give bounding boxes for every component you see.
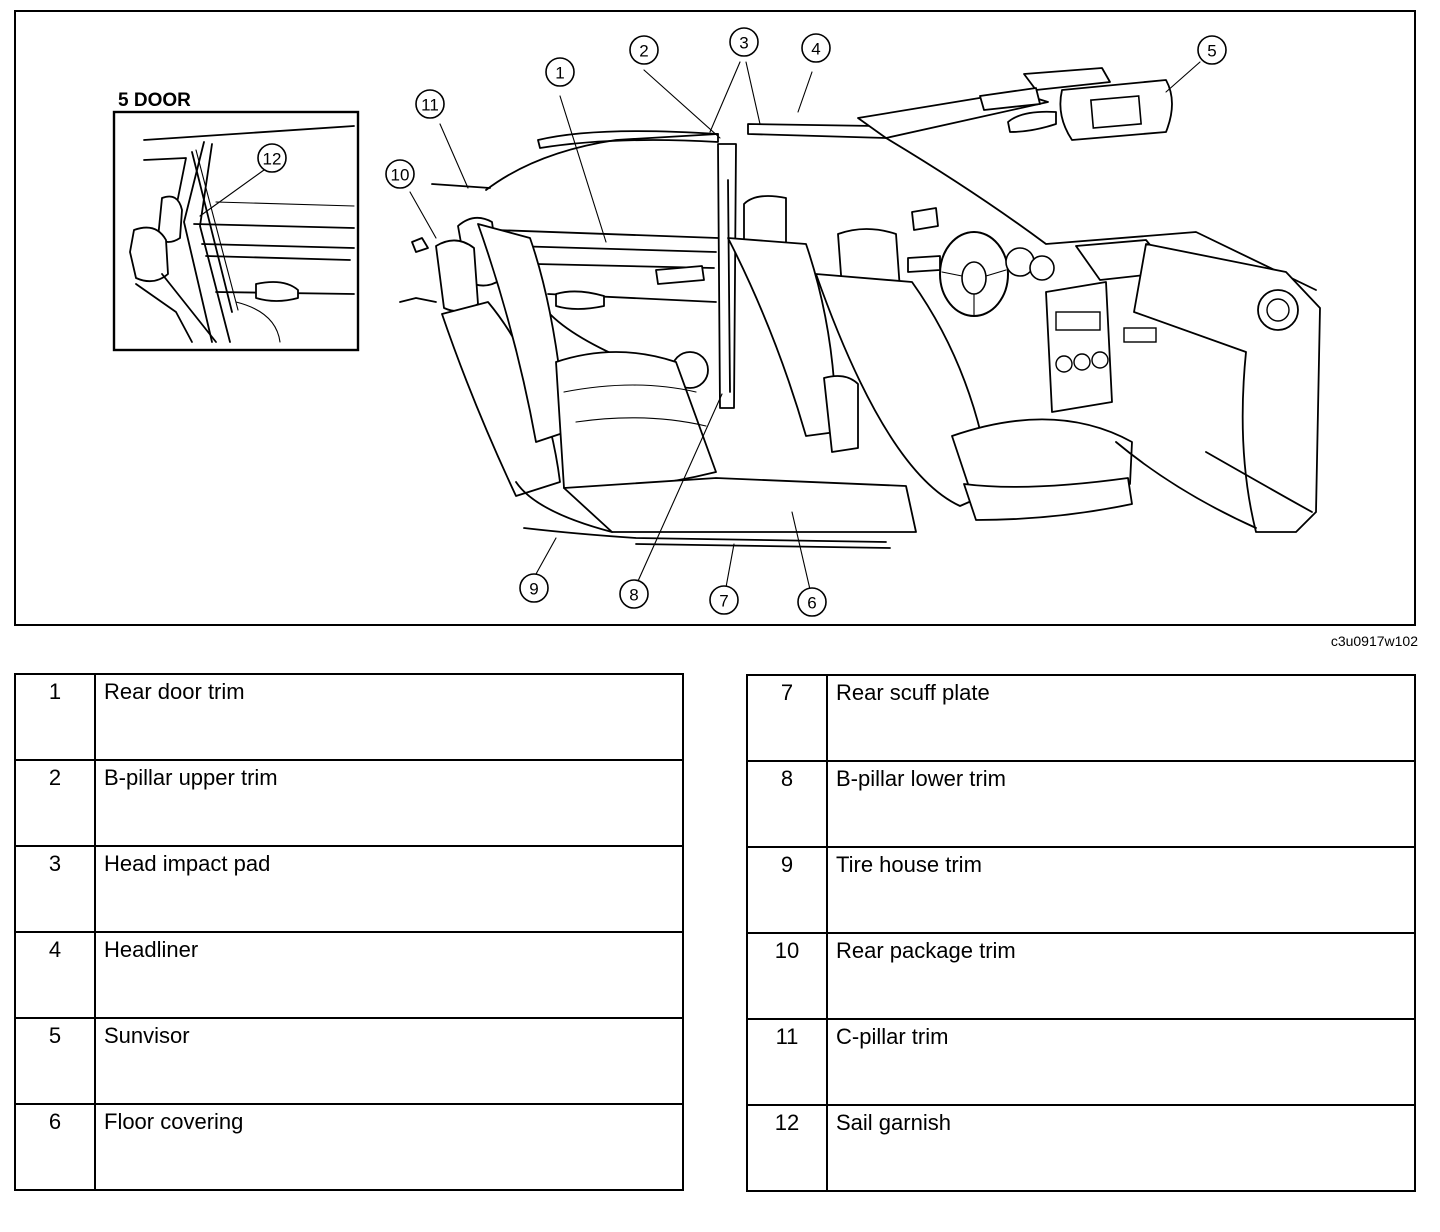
part-name: Sail garnish [826, 1104, 1416, 1192]
svg-text:6: 6 [807, 594, 816, 613]
part-number: 10 [746, 932, 828, 1020]
callout-5: 5 [1197, 35, 1227, 65]
svg-text:3: 3 [739, 34, 748, 53]
callout-12: 12 [257, 143, 287, 173]
car-body [399, 67, 1321, 549]
svg-text:5: 5 [1207, 42, 1216, 61]
part-name: Tire house trim [826, 846, 1416, 934]
five-door-inset [112, 110, 360, 352]
svg-text:4: 4 [811, 40, 820, 59]
interior-trim-diagram: 5 DOOR [14, 10, 1416, 626]
svg-text:1: 1 [555, 64, 564, 83]
part-name: Head impact pad [94, 845, 684, 933]
part-name: B-pillar upper trim [94, 759, 684, 847]
svg-text:10: 10 [391, 166, 410, 185]
callout-7: 7 [709, 585, 739, 615]
part-number: 7 [746, 674, 828, 762]
part-number: 5 [14, 1017, 96, 1105]
callout-6: 6 [797, 587, 827, 617]
svg-text:7: 7 [719, 592, 728, 611]
callout-10: 10 [385, 159, 415, 189]
part-number: 8 [746, 760, 828, 848]
callout-4: 4 [801, 33, 831, 63]
svg-text:8: 8 [629, 586, 638, 605]
svg-text:11: 11 [421, 96, 439, 115]
part-number: 12 [746, 1104, 828, 1192]
part-name: B-pillar lower trim [826, 760, 1416, 848]
part-name: Rear scuff plate [826, 674, 1416, 762]
callout-8: 8 [619, 579, 649, 609]
part-number: 4 [14, 931, 96, 1019]
callout-2: 2 [629, 35, 659, 65]
callout-3: 3 [729, 27, 759, 57]
callout-11: 11 [415, 89, 445, 119]
car-interior-illustration: 5 DOOR [112, 27, 1321, 617]
part-name: C-pillar trim [826, 1018, 1416, 1106]
part-name: Headliner [94, 931, 684, 1019]
callout-9: 9 [519, 573, 549, 603]
part-name: Floor covering [94, 1103, 684, 1191]
part-name: Sunvisor [94, 1017, 684, 1105]
callout-1: 1 [545, 57, 575, 87]
part-name: Rear door trim [94, 673, 684, 761]
inset-title: 5 DOOR [118, 90, 191, 111]
part-number: 3 [14, 845, 96, 933]
svg-text:2: 2 [639, 42, 648, 61]
figure-code: c3u0917w102 [1330, 633, 1418, 649]
svg-text:9: 9 [529, 580, 538, 599]
part-name: Rear package trim [826, 932, 1416, 1020]
part-number: 6 [14, 1103, 96, 1191]
part-number: 11 [746, 1018, 828, 1106]
part-number: 1 [14, 673, 96, 761]
svg-text:12: 12 [263, 150, 282, 169]
part-number: 2 [14, 759, 96, 847]
part-number: 9 [746, 846, 828, 934]
